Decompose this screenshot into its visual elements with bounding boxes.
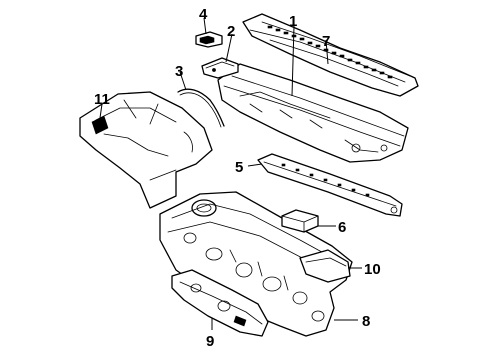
callout-11: 11 bbox=[94, 91, 110, 108]
callout-10: 10 bbox=[364, 261, 381, 278]
callout-5: 5 bbox=[235, 159, 243, 176]
callout-2: 2 bbox=[227, 23, 235, 40]
callout-8: 8 bbox=[362, 313, 370, 330]
callout-9: 9 bbox=[206, 333, 214, 350]
part-10-silencer bbox=[299, 249, 351, 283]
leader-5 bbox=[247, 163, 263, 167]
part-2-bracket bbox=[201, 57, 239, 79]
leader-2 bbox=[225, 33, 233, 63]
part-3-seal-strip bbox=[177, 88, 225, 128]
part-5-brace bbox=[257, 153, 403, 217]
callout-6: 6 bbox=[338, 219, 346, 236]
leader-lines bbox=[99, 17, 362, 330]
callout-1: 1 bbox=[289, 13, 297, 30]
leader-1 bbox=[291, 25, 295, 97]
part-7-cowl-vent-panel bbox=[242, 13, 419, 97]
callout-3: 3 bbox=[175, 63, 183, 80]
callout-7: 7 bbox=[322, 33, 330, 50]
part-4-clip bbox=[195, 31, 223, 48]
part-9-insulator-pad bbox=[171, 269, 269, 337]
leader-7 bbox=[325, 39, 329, 65]
leader-3 bbox=[179, 71, 187, 91]
part-11-insulator bbox=[79, 91, 213, 209]
callout-labels: 1 2 3 4 5 6 7 8 9 10 11 bbox=[94, 6, 381, 350]
part-1-cowl-panel bbox=[217, 63, 409, 163]
leader-4 bbox=[203, 17, 207, 35]
callout-4: 4 bbox=[199, 6, 208, 23]
leader-11 bbox=[99, 103, 103, 119]
part-8-dash-panel bbox=[159, 191, 353, 337]
